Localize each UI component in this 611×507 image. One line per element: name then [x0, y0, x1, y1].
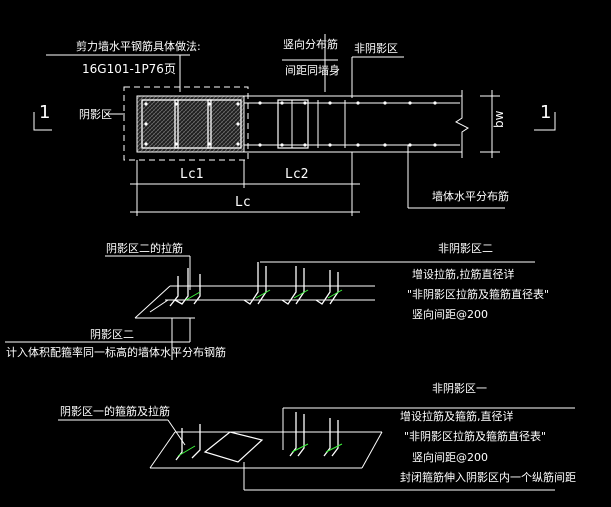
section-mark-right: 1: [540, 102, 551, 123]
note-shear-wall-horizontal: 剪力墙水平钢筋具体做法:: [76, 39, 201, 53]
section-mark-left-line: [33, 112, 52, 131]
non-shadow-two-label: 非阴影区二: [438, 242, 493, 255]
vertical-bar-label: 竖向分布筋: [283, 37, 338, 51]
volume-stirrup-note: 计入体积配箍率同一标高的墙体水平分布钢筋: [6, 345, 226, 359]
stirrup-note-3: 竖向间距@200: [412, 450, 488, 464]
shadow-one-stirrup-label: 阴影区一的箍筋及拉筋: [60, 404, 170, 418]
horizontal-bar-label: 墙体水平分布筋: [432, 189, 509, 203]
section-mark-left: 1: [39, 102, 50, 123]
shadow-two-tie-label: 阴影区二的拉筋: [106, 241, 183, 255]
stirrup-note-1: 增设拉筋及箍筋,直径详: [400, 409, 514, 423]
shadow-area-boundary: [123, 86, 249, 161]
lc2-dimension: Lc2: [285, 167, 308, 182]
tie-note-2: "非阴影区拉筋及箍筋直径表": [407, 287, 549, 301]
shadow-two-label: 阴影区二: [90, 328, 134, 341]
stirrup-note-4: 封闭箍筋伸入阴影区内一个纵筋间距: [400, 470, 576, 484]
top-wall-plan: 剪力墙水平钢筋具体做法: 16G101-1P76页 1 1 阴影区: [33, 34, 556, 216]
spacing-label: 间距同墙身: [285, 63, 340, 77]
tie-note-1: 增设拉筋,拉筋直径详: [412, 267, 515, 281]
shadow-area-label: 阴影区: [79, 108, 112, 121]
break-line: [455, 90, 469, 158]
non-shadow-area-label: 非阴影区: [354, 42, 398, 55]
lc1-dimension: Lc1: [180, 167, 203, 182]
non-shadow-one-label: 非阴影区一: [432, 382, 487, 395]
note-atlas-page: 16G101-1P76页: [82, 62, 176, 76]
tie-note-3: 竖向间距@200: [412, 307, 488, 321]
hatched-column: [136, 95, 245, 153]
bw-dimension-label: bw: [492, 110, 506, 128]
stirrup-note-2: "非阴影区拉筋及箍筋直径表": [404, 429, 546, 443]
middle-tie-detail: 阴影区二的拉筋 非阴影区二 增设拉筋,拉筋直径详: [5, 241, 549, 360]
bottom-stirrup-detail: 非阴影区一 阴影区一的箍筋及拉筋 增设拉筋及箍筋,直径详 "非阴影区拉筋及箍筋直…: [58, 382, 576, 491]
lc-dimension: Lc: [235, 195, 251, 210]
section-mark-right-line: [534, 112, 556, 131]
